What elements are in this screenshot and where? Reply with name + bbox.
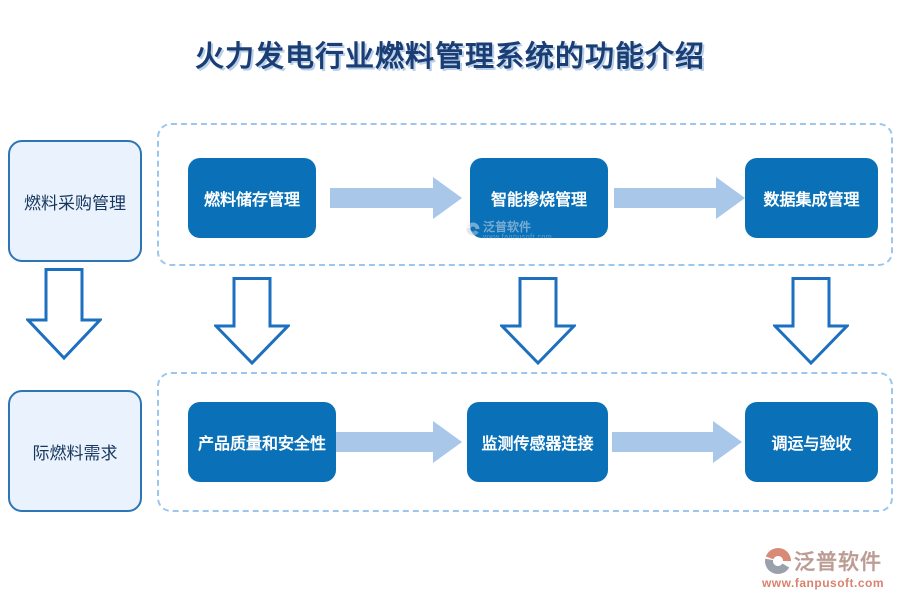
- down-arrow-icon: [214, 277, 290, 365]
- step-dispatch-acceptance-label: 调运与验收: [771, 436, 852, 453]
- step-quality-safety: 产品质量和安全性: [188, 402, 336, 482]
- top-flow-group: [157, 123, 893, 266]
- step-fuel-storage: 燃料储存管理: [188, 158, 316, 238]
- step-sensor-connection: 监测传感器连接: [467, 402, 608, 482]
- fuel-purchase-box: 燃料采购管理: [8, 140, 142, 262]
- down-arrow-icon: [500, 277, 576, 365]
- flow-arrow-icon: [614, 177, 745, 219]
- page-title: 火力发电行业燃料管理系统的功能介绍: [194, 41, 705, 73]
- down-arrow-icon: [773, 277, 849, 365]
- step-smart-blending-label: 智能掺烧管理: [490, 192, 587, 209]
- down-arrow-icon: [26, 268, 102, 360]
- step-dispatch-acceptance: 调运与验收: [745, 402, 878, 482]
- fanpu-logo-icon: [765, 548, 791, 574]
- fuel-purchase-label: 燃料采购管理: [24, 193, 126, 213]
- flow-arrow-icon: [612, 421, 742, 463]
- footer-logo: 泛普软件 www.fanpusoft.com: [748, 546, 898, 590]
- flow-arrow-icon: [336, 421, 462, 463]
- step-fuel-storage-label: 燃料储存管理: [203, 192, 300, 209]
- step-data-integration-label: 数据集成管理: [763, 192, 860, 209]
- bottom-flow-group: [157, 372, 893, 512]
- fuel-demand-label: 际燃料需求: [32, 443, 118, 463]
- flow-arrow-icon: [330, 177, 462, 219]
- step-quality-safety-label: 产品质量和安全性: [197, 436, 326, 453]
- step-sensor-connection-label: 监测传感器连接: [481, 436, 594, 453]
- step-smart-blending: 智能掺烧管理: [470, 158, 608, 238]
- footer-brand-url: www.fanpusoft.com: [761, 576, 885, 590]
- footer-brand-name: 泛普软件: [794, 551, 882, 574]
- fuel-demand-box: 际燃料需求: [8, 390, 142, 512]
- step-data-integration: 数据集成管理: [745, 158, 878, 238]
